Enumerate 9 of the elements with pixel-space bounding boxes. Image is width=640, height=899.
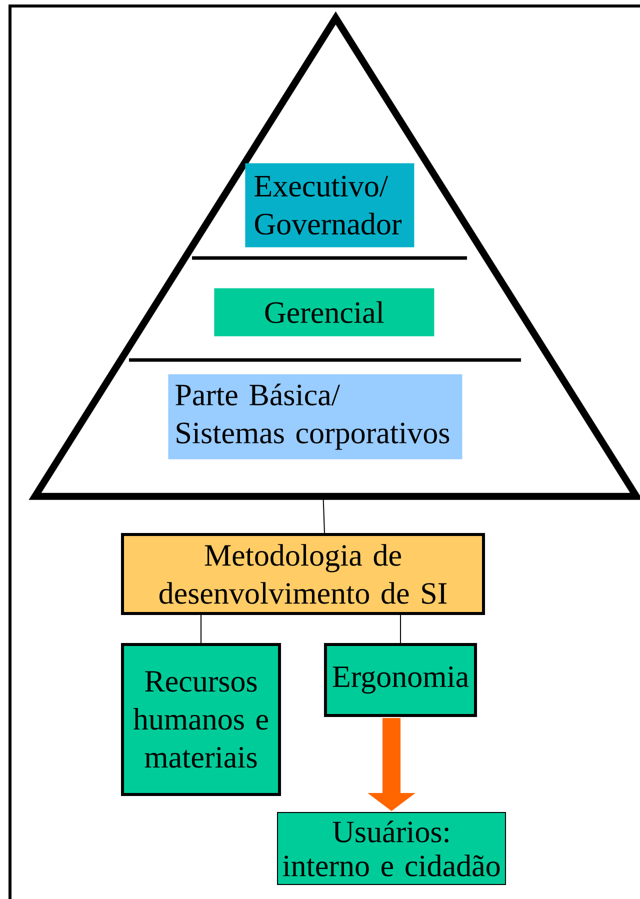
level-box: Parte Básica/ Sistemas corporativos (168, 374, 462, 460)
process-box: Ergonomia (324, 643, 477, 717)
process-box: Usuários: interno e cidadão (277, 812, 506, 885)
level-box: Gerencial (214, 288, 434, 336)
connector-line (400, 614, 401, 644)
level-box: Executivo/ Governador (245, 163, 414, 248)
connector-line (200, 614, 202, 644)
process-box: Recursos humanos e materiais (121, 643, 281, 796)
process-box: Metodologia de desenvolvimento de SI (121, 533, 485, 615)
